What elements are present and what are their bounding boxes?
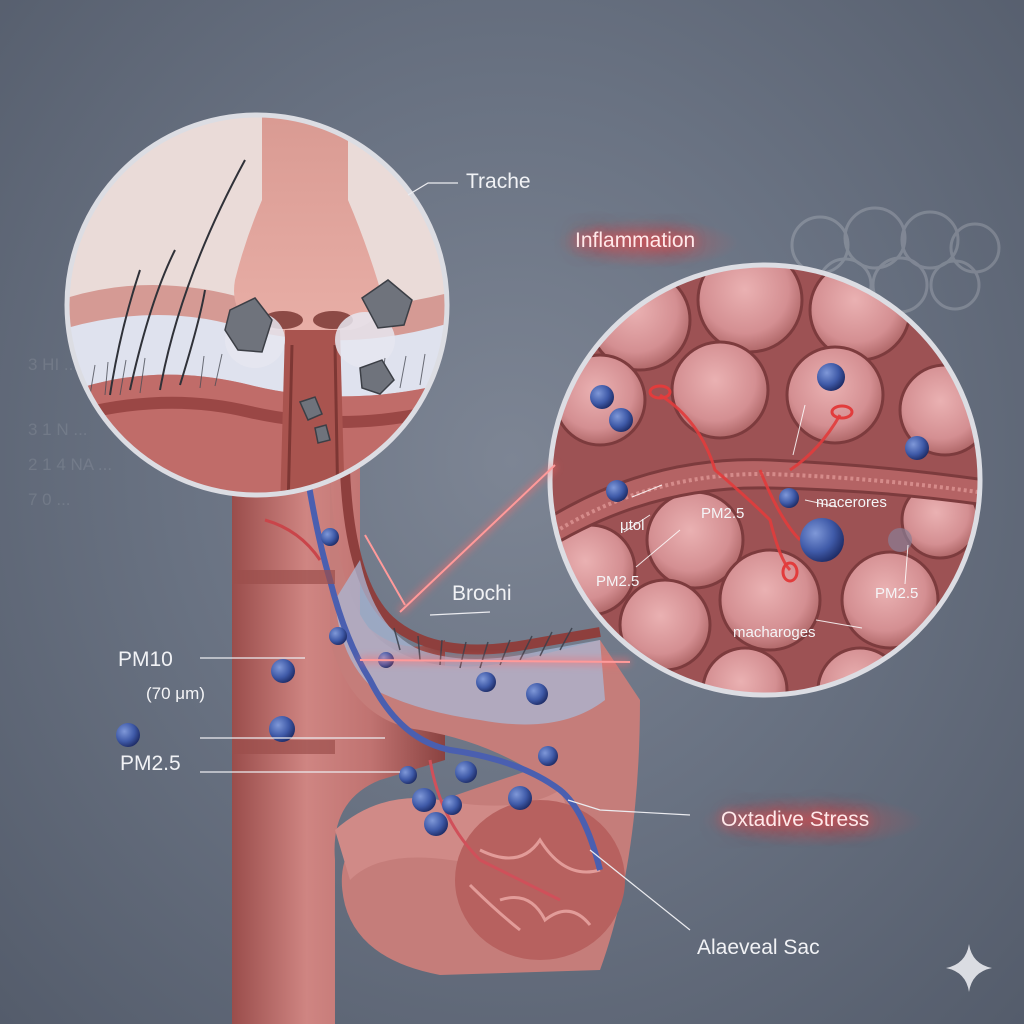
particle — [538, 746, 558, 766]
particle — [399, 766, 417, 784]
inset-pm25-right-label: PM2.5 — [875, 585, 919, 602]
bg-text: 3 HI ... — [28, 355, 79, 374]
inset-macrophages-label: macerores — [816, 494, 887, 511]
inflammation-glow — [555, 218, 740, 268]
particle — [269, 716, 295, 742]
leader-lines — [200, 182, 691, 931]
inset-pm25-left-label: PM2.5 — [596, 573, 640, 590]
particle — [424, 812, 448, 836]
trachea-label: Trache — [466, 170, 531, 193]
alveoli-inset — [547, 262, 983, 698]
particle — [476, 672, 496, 692]
particle — [508, 786, 532, 810]
inset-utol-label: μtol — [620, 517, 645, 534]
inset-pm25-top-label: PM2.5 — [701, 505, 745, 522]
particle — [412, 788, 436, 812]
bg-text: 3 1 N ... — [28, 420, 88, 439]
bg-text: 7 0 ... — [28, 490, 71, 509]
particle — [442, 795, 462, 815]
particle — [116, 723, 140, 747]
particle — [329, 627, 347, 645]
bronchi-label: Brochi — [452, 582, 512, 605]
nose-inset — [64, 112, 450, 498]
pm25-label: PM2.5 — [120, 752, 181, 775]
particle — [271, 659, 295, 683]
pm10-label: PM10 — [118, 648, 173, 671]
sparkle-icon — [946, 944, 992, 992]
airway — [232, 445, 640, 1024]
inset-macrophages-b-label: macharoges — [733, 624, 816, 641]
particle — [526, 683, 548, 705]
bg-text: 2 1 4 NA ... — [28, 455, 113, 474]
pm10-size-label: (70 μm) — [146, 684, 205, 703]
oxidative-stress-glow — [700, 795, 925, 847]
inflammation-label: Inflammation — [575, 229, 696, 252]
oxidative-stress-label: Oxtadive Stress — [721, 808, 870, 831]
alveolar-sac-label: Alaeveal Sac — [697, 936, 820, 959]
particle — [455, 761, 477, 783]
glow-connectors — [359, 462, 631, 665]
particle — [321, 528, 339, 546]
